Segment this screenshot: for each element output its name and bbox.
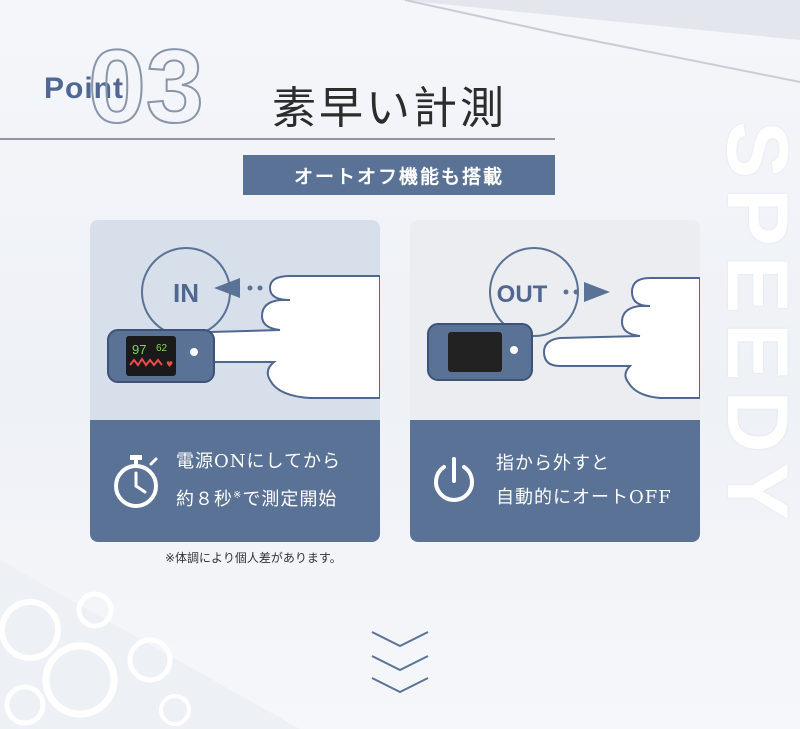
chevron-down-icon: [371, 631, 429, 694]
out-label: OUT: [497, 281, 548, 308]
display-value-2: 62: [156, 343, 168, 354]
power-icon: [434, 457, 474, 502]
panel-in-line1: 電源ONにしてから: [176, 451, 341, 472]
hand-shape: [194, 275, 380, 399]
page-title: 素早い計測: [272, 83, 507, 134]
panel-in-text: 電源ONにしてから 約８秒※で測定開始: [176, 445, 341, 517]
title-divider: [0, 138, 555, 140]
arrow-right-icon: [584, 282, 610, 302]
subtitle-banner: オートオフ機能も搭載: [243, 155, 555, 195]
decorative-circles: [0, 591, 191, 726]
vertical-watermark-text: SPEEDY: [708, 120, 800, 530]
display-value-1: 97: [132, 342, 146, 357]
panel-out-line2: 自動的にオートOFF: [496, 487, 672, 508]
hand-shape: [542, 277, 700, 399]
panel-out-caption: 指から外すと 自動的にオートOFF: [410, 420, 700, 542]
panel-in-line2: 約８秒※で測定開始: [176, 489, 338, 510]
point-number: 03: [88, 34, 205, 134]
point-label: Point: [44, 72, 124, 105]
finger-in-illustration: IN 97 62 ♥: [107, 247, 380, 399]
vertical-watermark: SPEEDY: [709, 95, 800, 555]
panel-in-illustration: IN 97 62 ♥: [90, 220, 380, 420]
pulse-wave: [129, 357, 163, 367]
panel-in-caption: 電源ONにしてから 約８秒※で測定開始: [90, 420, 380, 542]
subtitle-text: オートオフ機能も搭載: [293, 165, 504, 188]
panel-out-text: 指から外すと 自動的にオートOFF: [496, 447, 672, 515]
svg-text:♥: ♥: [166, 360, 173, 369]
svg-text:03: 03: [88, 34, 204, 134]
finger-out-illustration: OUT: [427, 247, 700, 399]
stopwatch-icon: [114, 455, 158, 508]
footnote: ※体調により個人差があります。: [165, 551, 342, 565]
panel-out-illustration: OUT: [410, 220, 700, 420]
in-label: IN: [173, 278, 199, 308]
panel-out-line1: 指から外すと: [496, 453, 610, 474]
arrow-left-icon: [214, 278, 240, 298]
oximeter-display-off: [448, 332, 502, 372]
